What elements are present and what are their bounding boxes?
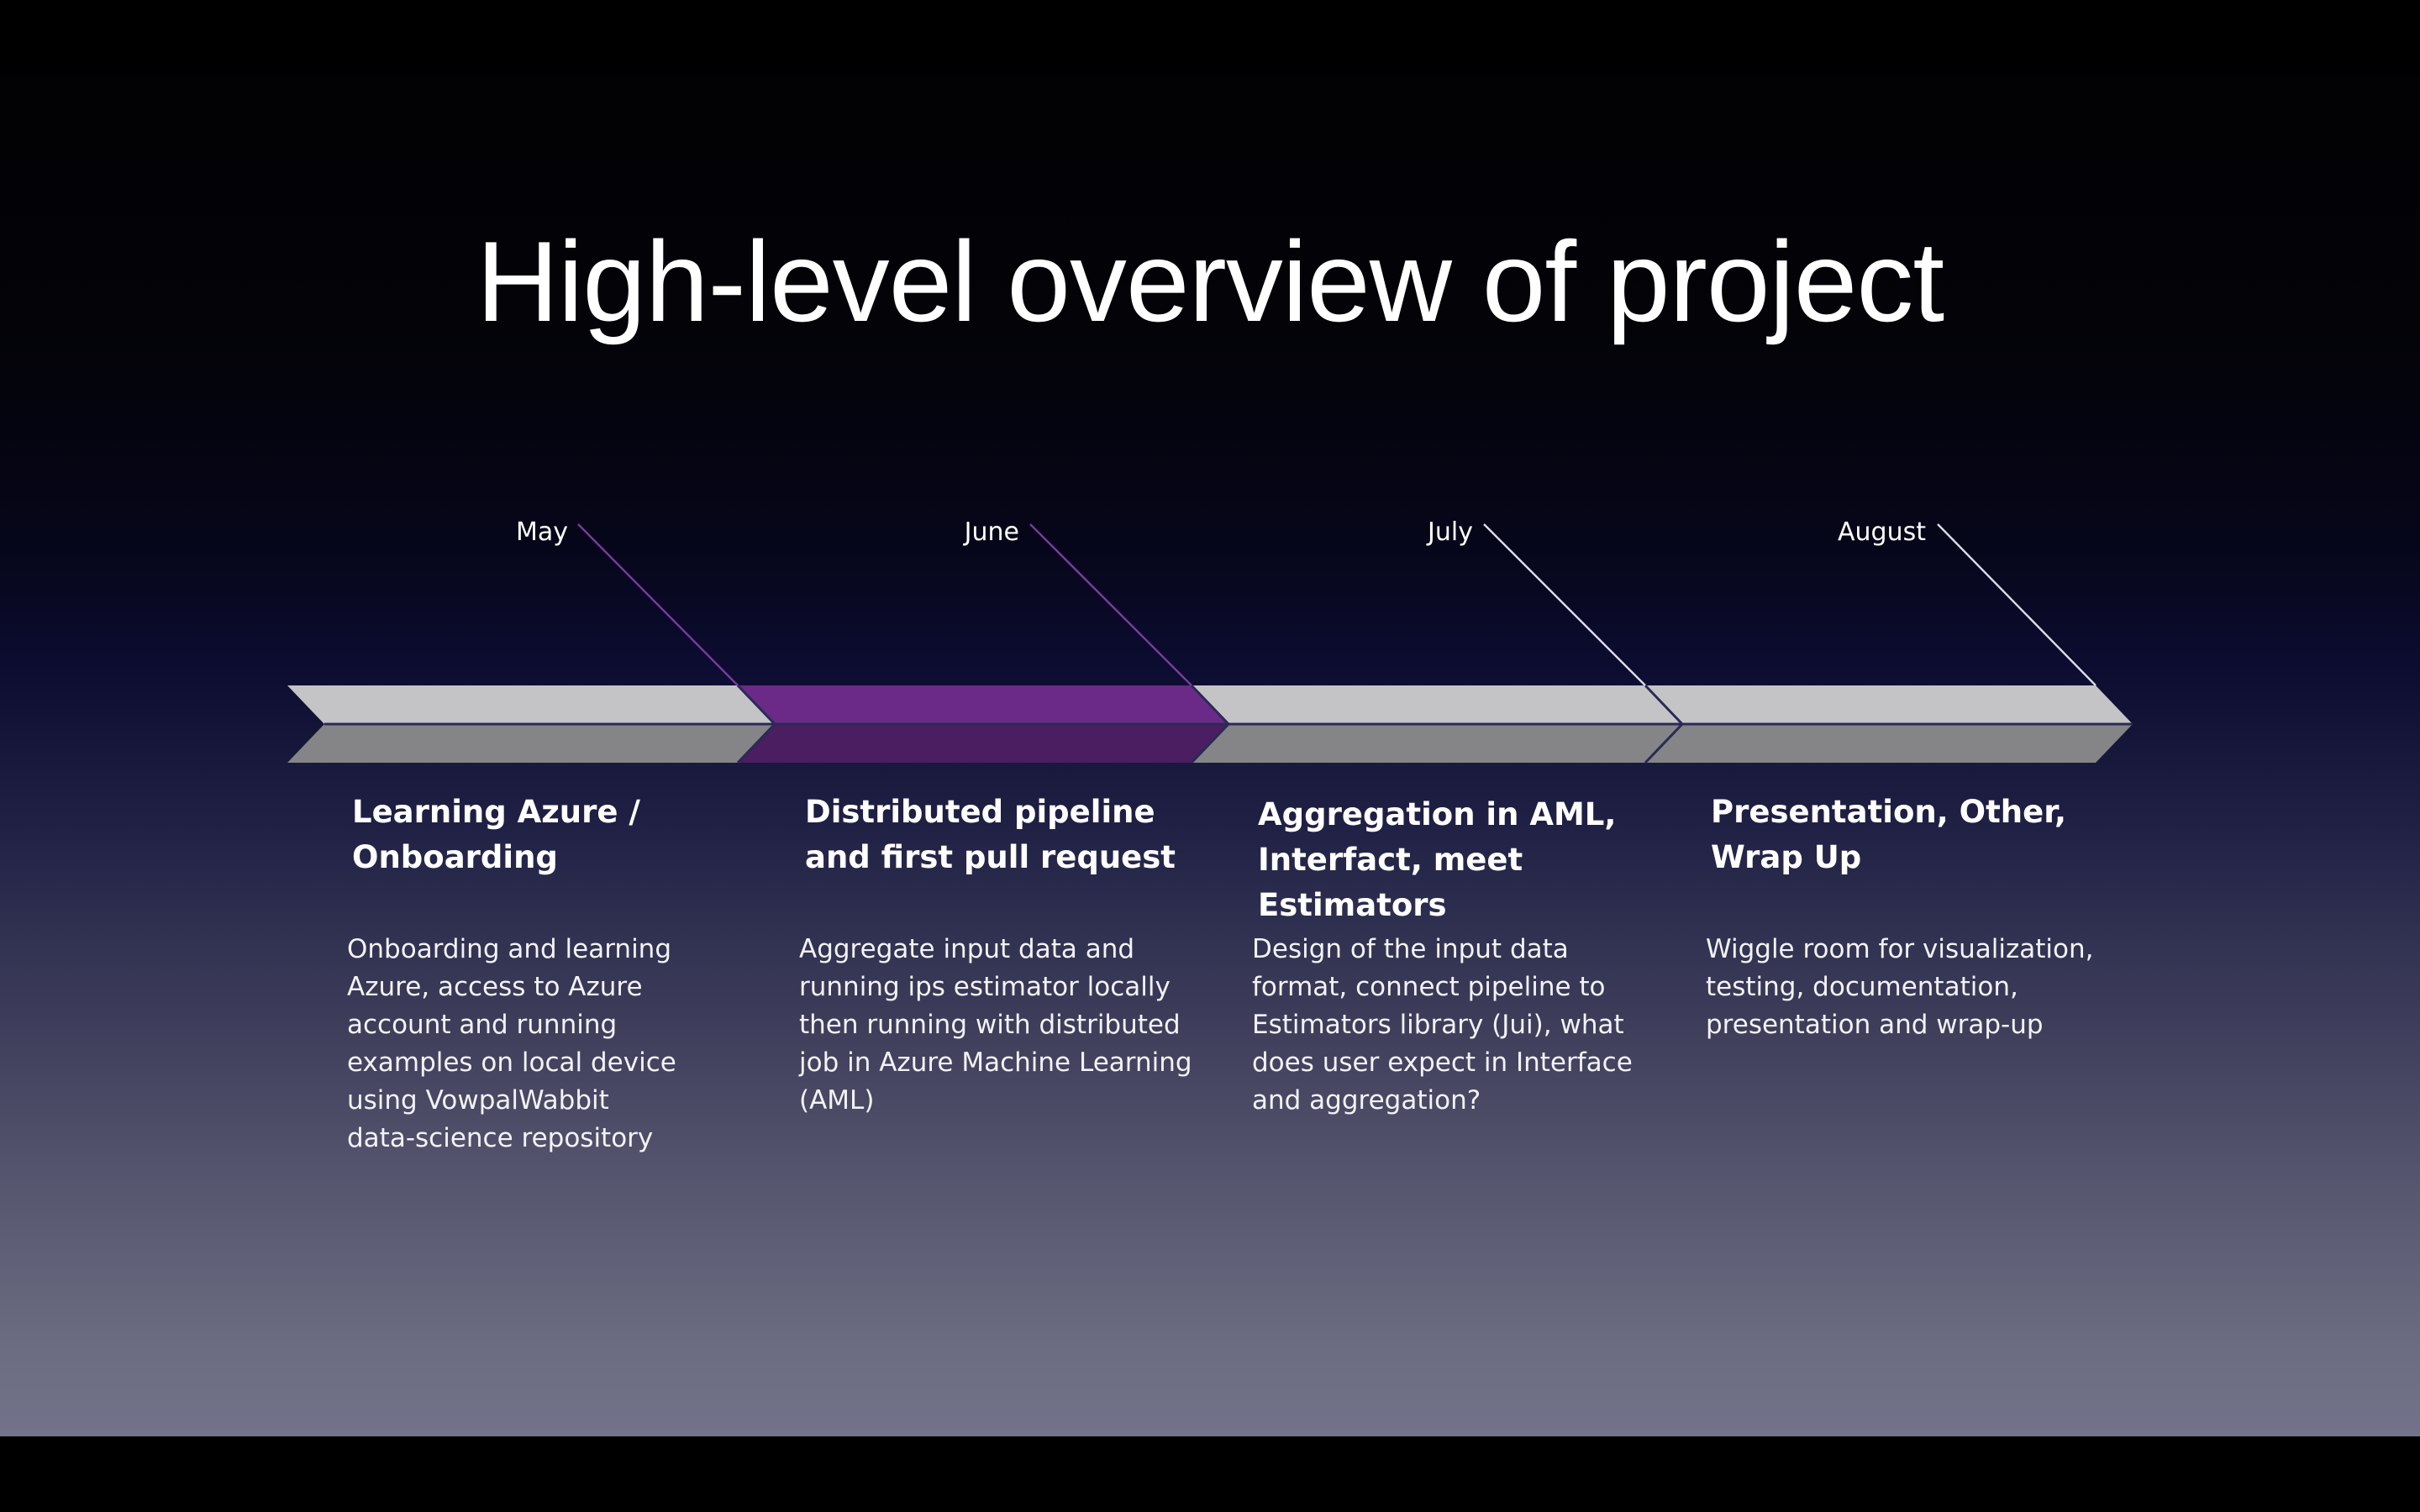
phase-heading-july: Aggregation in AML, Interfact, meet Esti… — [1258, 796, 1617, 923]
timeline-segment-july — [1192, 685, 1682, 763]
chevron-separator-1 — [736, 684, 777, 764]
segment-may-bottom — [287, 724, 775, 763]
leader-line-may — [577, 523, 739, 686]
letterbox-top — [0, 0, 2420, 76]
segment-june-bottom — [738, 724, 1228, 763]
slide-title: High-level overview of project — [476, 218, 1944, 345]
month-label-july: July — [1428, 517, 1473, 547]
phase-heading-august: Presentation, Other, Wrap Up — [1711, 794, 2067, 875]
leader-line-august — [1937, 523, 2096, 686]
phase-heading-may: Learning Azure / Onboarding — [352, 794, 640, 875]
phase-description-august: Wiggle room for visualization, testing, … — [1706, 934, 2094, 1040]
leader-line-july — [1483, 523, 1646, 686]
phase-description-june: Aggregate input data and running ips est… — [799, 934, 1192, 1116]
segment-august-top — [1645, 685, 2133, 724]
month-label-may: May — [515, 517, 568, 547]
segment-july-top — [1192, 685, 1682, 724]
segment-june-top — [738, 685, 1228, 724]
chevron-separator-2 — [1190, 684, 1231, 764]
timeline-segment-may — [287, 685, 775, 763]
timeline-segment-june — [738, 685, 1228, 763]
segment-august-bottom — [1645, 724, 2133, 763]
phase-description-july: Design of the input data format, connect… — [1252, 934, 1633, 1116]
month-label-june: June — [964, 517, 1019, 547]
phase-heading-june: Distributed pipeline and first pull requ… — [805, 794, 1176, 875]
segment-may-top — [287, 685, 775, 724]
chevron-separator-3 — [1644, 684, 1685, 764]
segment-july-bottom — [1192, 724, 1682, 763]
leader-line-june — [1029, 523, 1192, 686]
month-label-august: August — [1838, 517, 1926, 547]
letterbox-bottom — [0, 1436, 2420, 1512]
timeline-segment-august — [1645, 685, 2133, 763]
phase-description-may: Onboarding and learning Azure, access to… — [347, 934, 676, 1153]
